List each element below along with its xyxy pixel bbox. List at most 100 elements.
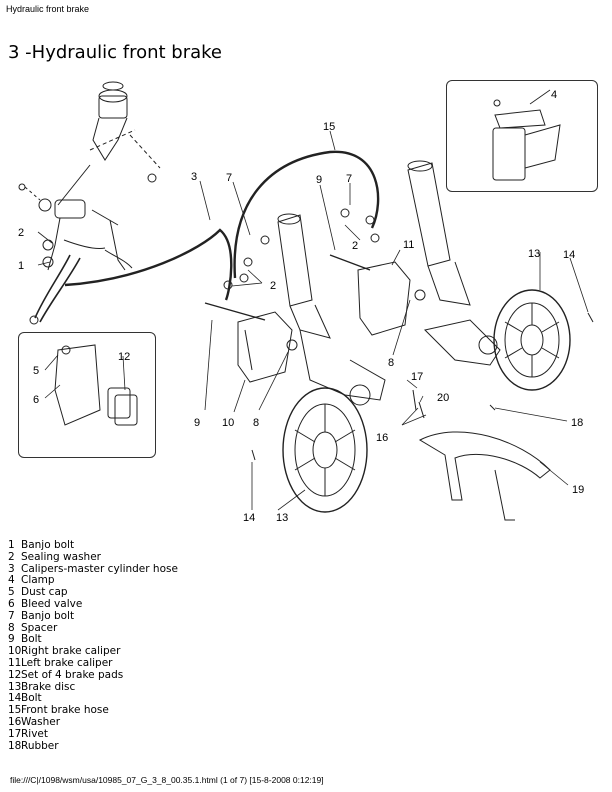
legend-item-number: 6 xyxy=(8,597,15,610)
legend-item: 18Rubber xyxy=(8,739,308,753)
exploded-diagram: 15 3 7 9 7 2 2 11 13 14 1 2 12 8 5 17 20… xyxy=(18,81,594,524)
legend-item-number: 2 xyxy=(8,550,15,563)
clamp-drawing xyxy=(492,99,561,181)
legend-item-label: Left brake caliper xyxy=(21,656,113,669)
legend-item-number: 8 xyxy=(8,621,15,634)
legend-item: 10Right brake caliper xyxy=(8,645,308,658)
legend-item: 13Brake disc xyxy=(8,680,308,694)
callout-15: 15 xyxy=(323,121,335,133)
callout-3: 3 xyxy=(191,171,197,183)
legend-item-number: 11 xyxy=(8,656,22,669)
callout-4: 4 xyxy=(551,89,557,101)
callout-7a: 7 xyxy=(226,172,232,184)
callout-11: 11 xyxy=(403,239,414,251)
legend-item-label: Bolt xyxy=(21,692,42,705)
legend-item: 12Set of 4 brake pads xyxy=(8,668,308,682)
right-fork-drawing xyxy=(407,160,501,366)
legend-item-label: Spacer xyxy=(21,621,58,634)
legend-item-label: Clamp xyxy=(21,574,55,587)
callout-13b: 13 xyxy=(276,512,288,524)
legend-item-label: Banjo bolt xyxy=(21,539,75,551)
legend-item-label: Front brake hose xyxy=(21,704,109,717)
callout-18: 18 xyxy=(571,417,583,429)
legend-item: 16Washer xyxy=(8,715,308,729)
legend-item-number: 14 xyxy=(8,692,22,705)
legend-item-number: 9 xyxy=(8,633,15,646)
section-title: 3 -Hydraulic front brake xyxy=(8,42,222,63)
legend-item-number: 5 xyxy=(8,586,15,599)
right-caliper-drawing xyxy=(237,311,293,383)
callout-2a: 2 xyxy=(18,227,24,239)
legend-item: 6 Bleed valve xyxy=(8,597,308,611)
callout-19: 19 xyxy=(572,484,584,496)
caliper-pads-drawing xyxy=(54,344,138,426)
left-caliper-drawing xyxy=(357,261,411,336)
page-footer: file:///C|/1098/wsm/usa/10985_07_G_3_8_0… xyxy=(10,775,324,785)
front-fender-drawing xyxy=(418,431,551,501)
hose-3 xyxy=(64,228,233,301)
legend-item-label: Washer xyxy=(21,715,61,728)
callout-2b: 2 xyxy=(352,240,358,252)
legend-item-label: Dust cap xyxy=(21,586,68,599)
callout-2c: 2 xyxy=(270,280,276,292)
left-fork-drawing xyxy=(277,213,386,406)
callout-14a: 14 xyxy=(563,249,575,261)
legend-item: 2 Sealing washer xyxy=(8,550,308,564)
legend-item: 15Front brake hose xyxy=(8,704,308,717)
callout-12: 12 xyxy=(118,351,130,363)
legend-item-number: 7 xyxy=(8,609,15,622)
legend-item: 9 Bolt xyxy=(8,633,308,646)
clamp-detail-inset xyxy=(446,80,598,192)
legend-item-number: 17 xyxy=(8,727,22,740)
legend-item-label: Sealing washer xyxy=(21,550,101,563)
page-header: Hydraulic front brake xyxy=(6,4,90,14)
legend-item-number: 3 xyxy=(8,562,15,575)
legend-item: 1 Banjo bolt xyxy=(8,539,308,552)
legend-item-number: 18 xyxy=(8,739,22,752)
legend-item: 7 Banjo bolt xyxy=(8,609,308,623)
callout-13a: 13 xyxy=(528,248,540,260)
callout-17: 17 xyxy=(411,371,423,383)
callout-20: 20 xyxy=(437,392,449,404)
exploded-diagram-svg: 15 3 7 9 7 2 2 11 13 14 1 2 12 8 5 17 20… xyxy=(18,81,594,524)
legend-item-label: Banjo bolt xyxy=(21,609,75,622)
legend-item: 8 Spacer xyxy=(8,621,308,635)
master-cylinder-drawing xyxy=(18,81,161,325)
legend-item-label: Rivet xyxy=(21,727,49,740)
legend-item-label: Bleed valve xyxy=(21,597,83,610)
callout-8b: 8 xyxy=(253,417,259,429)
legend-item: 5 Dust cap xyxy=(8,586,308,599)
legend-item-number: 4 xyxy=(8,574,15,587)
legend-item-number: 13 xyxy=(8,680,22,693)
legend-item: 17Rivet xyxy=(8,727,308,741)
callout-9a: 9 xyxy=(316,174,322,186)
callout-5: 5 xyxy=(33,365,39,377)
callout-9b: 9 xyxy=(194,417,200,429)
callout-6: 6 xyxy=(33,394,39,406)
legend-item-label: Right brake caliper xyxy=(21,645,121,658)
right-disc-drawing xyxy=(493,289,571,391)
legend-item-label: Rubber xyxy=(21,739,59,752)
legend-item-number: 12 xyxy=(8,668,22,681)
legend-item-number: 15 xyxy=(8,704,22,717)
legend-item: 3 Calipers-master cylinder hose xyxy=(8,562,308,576)
callout-8a: 8 xyxy=(388,357,394,369)
callout-10: 10 xyxy=(222,417,234,429)
callout-1: 1 xyxy=(18,260,24,272)
legend-item: 4 Clamp xyxy=(8,574,308,587)
legend-item-label: Calipers-master cylinder hose xyxy=(21,562,178,575)
legend-item-number: 16 xyxy=(8,715,22,728)
hose-15 xyxy=(233,150,380,279)
callout-14b: 14 xyxy=(243,512,255,524)
legend-item-label: Set of 4 brake pads xyxy=(21,668,124,681)
legend-item: 14Bolt xyxy=(8,692,308,705)
left-disc-drawing xyxy=(282,387,368,513)
legend-item-label: Brake disc xyxy=(21,680,76,693)
legend-item-number: 10 xyxy=(8,645,22,658)
legend-item-number: 1 xyxy=(8,539,15,551)
legend-item: 11Left brake caliper xyxy=(8,656,308,670)
callout-7b: 7 xyxy=(346,173,352,185)
callout-16: 16 xyxy=(376,432,388,444)
legend-item-label: Bolt xyxy=(21,633,42,646)
